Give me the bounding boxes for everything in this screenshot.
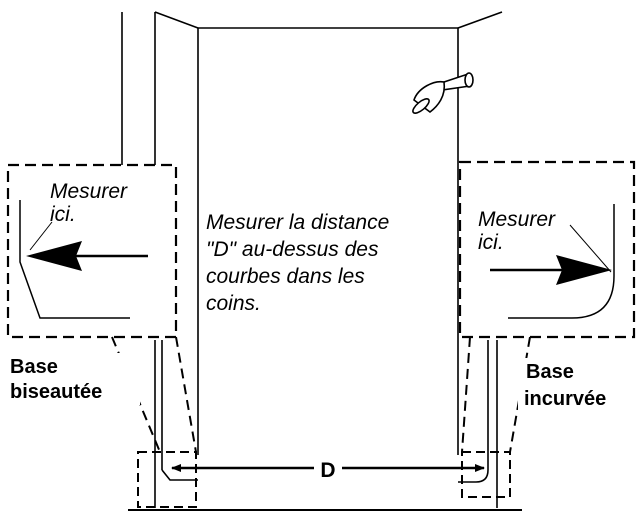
left-base-label-line2: biseautée bbox=[10, 381, 102, 403]
dimension-label-bg bbox=[314, 456, 342, 480]
right-base-label-bg bbox=[518, 358, 636, 412]
left-leader-line bbox=[29, 221, 53, 251]
bevelled-base-profile bbox=[19, 200, 130, 319]
left-measure-label: Mesurer bbox=[50, 180, 128, 203]
right-base-label-line1: Base bbox=[526, 361, 574, 383]
left-here-label: ici. bbox=[50, 203, 76, 226]
right-detail-box bbox=[458, 160, 636, 339]
instruction-line-4: coins. bbox=[206, 292, 261, 315]
callout-connectors bbox=[111, 336, 531, 453]
right-here-label: ici. bbox=[478, 231, 504, 254]
shower-head-face bbox=[412, 98, 430, 114]
right-arrow-icon bbox=[556, 255, 612, 285]
right-base-label-line2: incurvée bbox=[524, 388, 606, 410]
dimension-d: D bbox=[171, 456, 485, 482]
right-wall-top bbox=[457, 11, 503, 29]
left-connector-inner bbox=[175, 336, 197, 453]
left-base-label-bg bbox=[6, 353, 140, 405]
base-type-labels: Base biseautée Base incurvée bbox=[6, 353, 636, 412]
right-connector-outer bbox=[509, 336, 531, 453]
right-detail-callout: Mesurer ici. bbox=[458, 160, 636, 339]
shower-walls bbox=[121, 11, 522, 511]
instruction-line-2: "D" au-dessus des bbox=[206, 238, 379, 261]
dimension-label: D bbox=[320, 459, 335, 482]
left-corner-bevel bbox=[161, 469, 198, 481]
instruction-line-3: courbes dans les bbox=[206, 265, 365, 288]
right-corner-curve bbox=[458, 469, 489, 483]
left-wall-top bbox=[154, 11, 199, 29]
instruction-line-1: Mesurer la distance bbox=[206, 211, 389, 234]
right-measure-label: Mesurer bbox=[478, 208, 556, 231]
left-base-label-line1: Base bbox=[10, 356, 58, 378]
shower-flange bbox=[464, 72, 474, 88]
shower-head-icon bbox=[412, 72, 474, 114]
right-corner-box bbox=[461, 451, 511, 498]
corner-base-profiles bbox=[161, 469, 489, 483]
right-leader-line bbox=[569, 224, 612, 273]
left-arrow-icon bbox=[26, 241, 82, 271]
instruction-text: Mesurer la distance "D" au-dessus des co… bbox=[206, 211, 389, 315]
curved-base-profile bbox=[508, 204, 615, 319]
right-connector-inner bbox=[461, 336, 471, 453]
left-detail-callout: Mesurer ici. bbox=[6, 163, 178, 339]
